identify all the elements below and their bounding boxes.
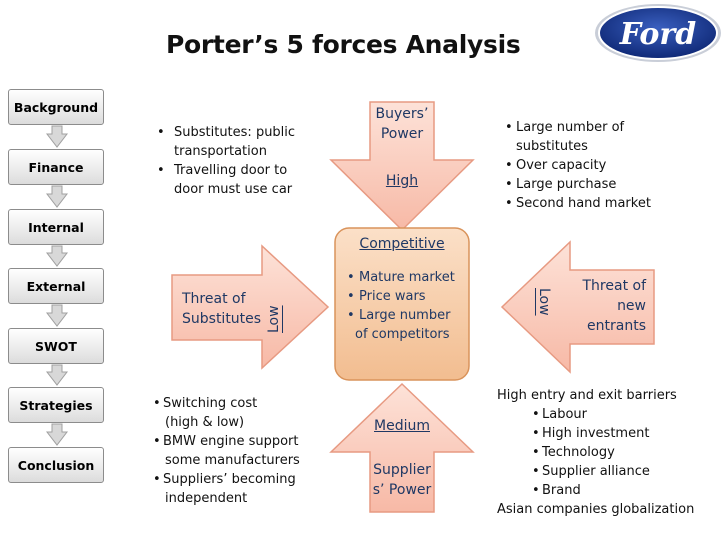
note-line: door must use car (174, 182, 293, 197)
nav-arrow-icon (45, 125, 69, 148)
entrants-notes: High entry and exit barriers •Labour •Hi… (497, 386, 722, 519)
nav-strategies-button[interactable]: Strategies (8, 387, 104, 423)
nav-conclusion-button[interactable]: Conclusion (8, 447, 104, 483)
note-line: Technology (542, 445, 615, 460)
nav-label: SWOT (35, 338, 77, 354)
note-line: independent (165, 491, 248, 506)
competitive-title: Competitive (359, 236, 445, 252)
entrants-footer: Asian companies globalization (497, 502, 695, 517)
ford-logo-text: Ford (619, 17, 696, 52)
nav-label: Strategies (19, 397, 93, 413)
substitutes-threat-arrow (171, 244, 330, 370)
note-line: Supplier alliance (542, 464, 650, 479)
new-entrants-label-1: Threat of (582, 278, 647, 294)
entrants-header: High entry and exit barriers (497, 388, 677, 403)
new-entrants-arrow (500, 240, 655, 374)
substitutes-label-2: Substitutes (182, 311, 262, 327)
buyers-power-arrow (329, 101, 475, 232)
substitutes-notes: •Substitutes: public transportation •Tra… (153, 123, 328, 199)
substitutes-level: Low (266, 305, 282, 333)
note-line: Over capacity (516, 158, 607, 173)
nav-background-button[interactable]: Background (8, 89, 104, 125)
note-line: substitutes (516, 139, 588, 154)
note-line: Large number of (516, 120, 625, 135)
note-line: Brand (542, 483, 581, 498)
supplier-label-1: Supplier (373, 462, 431, 478)
nav-label: Conclusion (17, 457, 95, 473)
nav-finance-button[interactable]: Finance (8, 149, 104, 185)
nav-label: Finance (28, 159, 84, 175)
note-line: Second hand market (516, 196, 651, 211)
buyers-level: High (385, 173, 419, 189)
nav-arrow-icon (45, 245, 69, 267)
competitive-item: Price wars (347, 287, 467, 306)
new-entrants-label-2: new (617, 298, 646, 314)
note-line: transportation (174, 144, 267, 159)
competitive-item: Mature market (347, 268, 467, 287)
buyers-label-2: Power (380, 126, 424, 142)
new-entrants-label-3: entrants (587, 318, 646, 334)
note-line: BMW engine support (163, 434, 299, 449)
nav-label: Internal (28, 219, 84, 235)
nav-internal-button[interactable]: Internal (8, 209, 104, 245)
supplier-label-2: s’ Power (372, 482, 432, 498)
note-line: Substitutes: public (174, 125, 296, 140)
note-line: some manufacturers (165, 453, 300, 468)
note-line: (high & low) (165, 415, 245, 430)
nav-arrow-icon (45, 185, 69, 208)
substitutes-label: Threat of Substitutes (182, 289, 261, 329)
substitutes-label-1: Threat of (182, 291, 246, 307)
supplier-level: Medium (374, 418, 430, 434)
buyers-label-1: Buyers’ (375, 106, 429, 122)
new-entrants-label: Threat of new entrants (560, 276, 647, 336)
nav-arrow-icon (45, 304, 69, 327)
note-line: High investment (542, 426, 650, 441)
note-line: Travelling door to (174, 163, 288, 178)
competitive-list: Mature market Price wars Large number of… (347, 268, 467, 344)
ford-logo: Ford (595, 4, 721, 62)
note-line: Labour (542, 407, 587, 422)
nav-external-button[interactable]: External (8, 268, 104, 304)
nav-arrow-icon (45, 364, 69, 386)
competitive-item: Large number (347, 306, 467, 325)
nav-label: External (26, 278, 86, 294)
supplier-notes: •Switching cost (high & low) •BMW engine… (153, 394, 333, 508)
nav-label: Background (13, 99, 99, 115)
nav-connector-arrows (45, 125, 69, 446)
supplier-power-arrow (329, 382, 475, 513)
buyers-notes: •Large number of substitutes •Over capac… (505, 118, 705, 213)
note-line: Large purchase (516, 177, 617, 192)
note-line: Suppliers’ becoming (163, 472, 296, 487)
competitive-item-cont: of competitors (355, 327, 450, 342)
nav-swot-button[interactable]: SWOT (8, 328, 104, 364)
note-line: Switching cost (163, 396, 258, 411)
new-entrants-level: Low (536, 288, 552, 316)
nav-arrow-icon (45, 423, 69, 446)
page-title: Porter’s 5 forces Analysis (166, 30, 521, 59)
